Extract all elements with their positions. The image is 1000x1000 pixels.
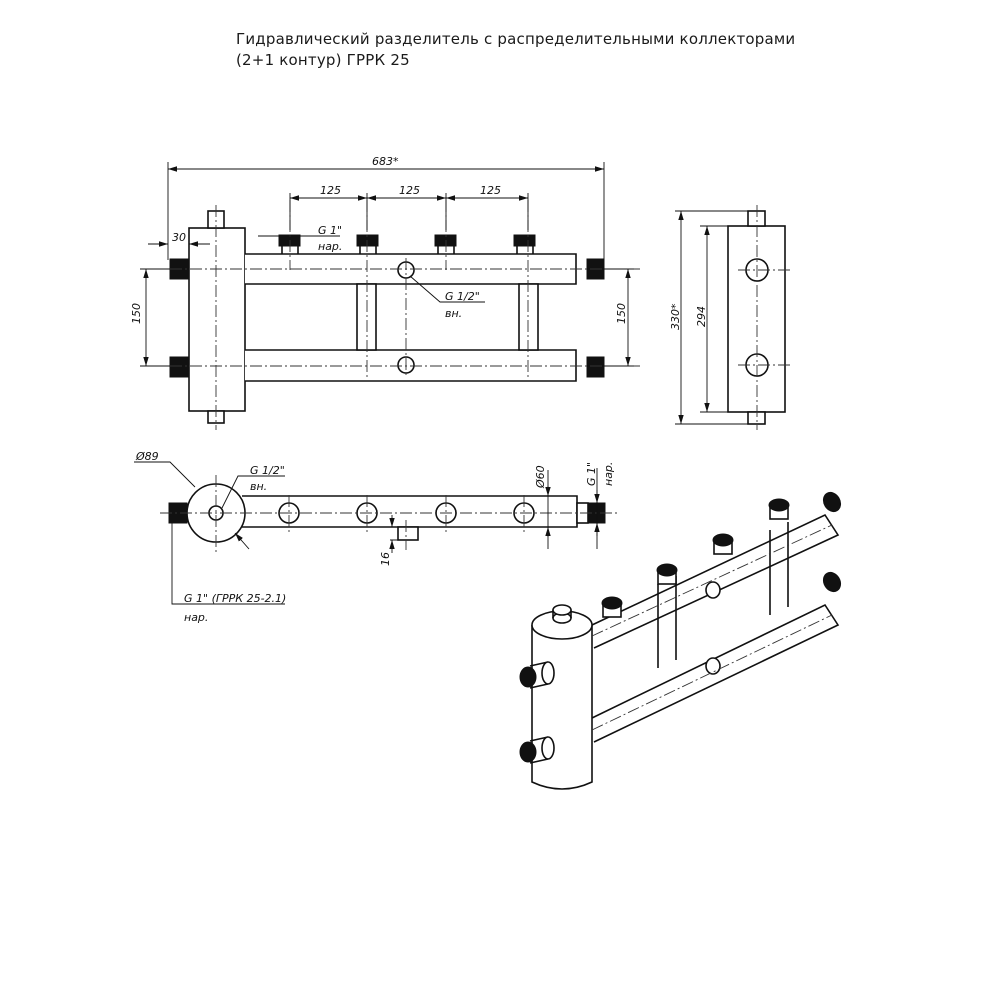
front-view-dimensions: 683* 125 125 125 30 150 150 G 1" нар. G …: [130, 155, 634, 367]
iso-riser-1: [657, 576, 677, 668]
iso-separator-cylinder: [531, 625, 593, 790]
dim-diameter-89: Ø89: [135, 450, 159, 463]
label-top-thread-type: нар.: [318, 240, 342, 253]
separator-body-side: [727, 225, 786, 413]
label-mid-thread-type: вн.: [445, 307, 462, 320]
riser-pipe-2: [518, 283, 539, 351]
label-center-thread: G 1/2": [250, 464, 285, 477]
riser-pipe-1: [356, 283, 377, 351]
dim-inner-height: 294: [695, 306, 708, 327]
top-view: [160, 475, 620, 555]
dim-height-left: 150: [130, 303, 143, 324]
dim-spacing-2: 125: [399, 184, 420, 197]
label-center-thread-type: вн.: [250, 480, 267, 493]
label-bottom-thread-type: нар.: [184, 611, 208, 624]
dim-diameter-60: Ø60: [534, 465, 547, 489]
label-top-thread: G 1": [318, 224, 342, 237]
drawing-title-line-2: (2+1 контур) ГРРК 25: [236, 51, 410, 69]
bottom-drain-stub: [397, 526, 419, 541]
side-view: [727, 205, 790, 430]
separator-body-front: [188, 227, 246, 412]
label-bottom-thread: G 1" (ГРРК 25-2.1): [184, 592, 286, 605]
side-view-dimensions: 330* 294: [669, 210, 748, 425]
label-mid-thread: G 1/2": [445, 290, 480, 303]
top-view-dimensions: Ø89 G 1/2" вн. Ø60 G 1" нар. 16 G 1" (ГР…: [134, 450, 615, 624]
label-right-thread-type: нар.: [602, 462, 615, 486]
dim-offset-30: 30: [172, 231, 186, 244]
dim-overall-width: 683*: [372, 155, 399, 168]
dim-height-right: 150: [615, 303, 628, 324]
dim-drop-16: 16: [379, 552, 392, 566]
front-view: [150, 200, 640, 430]
dim-spacing-1: 125: [320, 184, 341, 197]
left-lower-thread: [169, 356, 190, 378]
isometric-view: [519, 491, 842, 790]
iso-top-outlets: [601, 498, 790, 618]
label-right-thread: G 1": [585, 462, 598, 486]
top-outlets: [278, 234, 536, 254]
dim-spacing-3: 125: [480, 184, 501, 197]
right-lower-thread: [586, 356, 605, 378]
drawing-title-line-1: Гидравлический разделитель с распределит…: [236, 30, 796, 48]
iso-riser-2: [769, 522, 789, 615]
dim-overall-height: 330*: [669, 303, 682, 330]
